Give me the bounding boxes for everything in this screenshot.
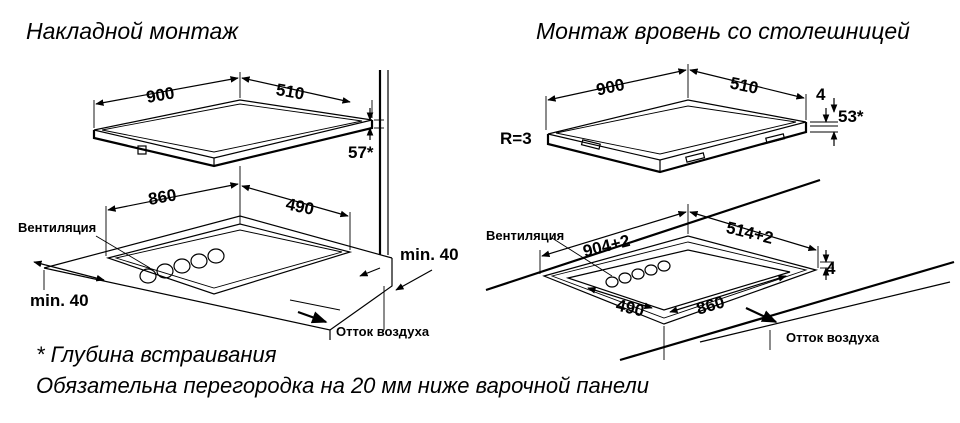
dim-cutout-depth-left: 490 — [284, 194, 316, 218]
note-installation-depth: * Глубина встраивания — [36, 342, 277, 367]
right-hob-drawing — [485, 64, 955, 362]
air-outflow-arrow-right — [745, 307, 778, 323]
dim-recess-depth: 514+2 — [724, 218, 775, 248]
label-min-clearance-left: min. 40 — [30, 291, 89, 310]
note-partition-required: Обязательна перегородка на 20 мм ниже ва… — [36, 373, 650, 398]
dim-hob-depth-right: 510 — [728, 73, 760, 97]
dim-recess-width: 904+2 — [581, 231, 632, 261]
title-flush-mount: Монтаж вровень со столешницей — [536, 18, 910, 44]
label-ventilation-left: Вентиляция — [18, 220, 96, 235]
title-surface-mount: Накладной монтаж — [26, 18, 239, 44]
dim-hob-depth-left: 510 — [275, 80, 306, 104]
ventilation-holes-right — [605, 260, 671, 288]
dim-hob-width-left: 900 — [145, 83, 176, 107]
label-air-outflow-right: Отток воздуха — [786, 330, 880, 345]
dim-installation-depth-left: 57* — [348, 143, 374, 162]
dim-recess-step: 4 — [826, 259, 836, 278]
dim-installation-depth-right: 53* — [838, 107, 864, 126]
label-corner-radius: R=3 — [500, 129, 532, 148]
label-air-outflow-left: Отток воздуха — [336, 324, 430, 339]
dim-cutout-depth-right: 490 — [614, 295, 646, 320]
label-ventilation-right: Вентиляция — [486, 228, 564, 243]
dim-hob-width-right: 900 — [595, 75, 627, 99]
air-outflow-arrow-left — [297, 310, 328, 324]
dim-cutout-width-left: 860 — [147, 185, 178, 209]
left-hob-drawing — [33, 70, 433, 340]
dim-cutout-width-right: 860 — [694, 292, 727, 318]
dim-edge-thickness: 4 — [816, 85, 826, 104]
ventilation-holes-left — [139, 248, 225, 284]
label-min-clearance-right: min. 40 — [400, 245, 459, 264]
